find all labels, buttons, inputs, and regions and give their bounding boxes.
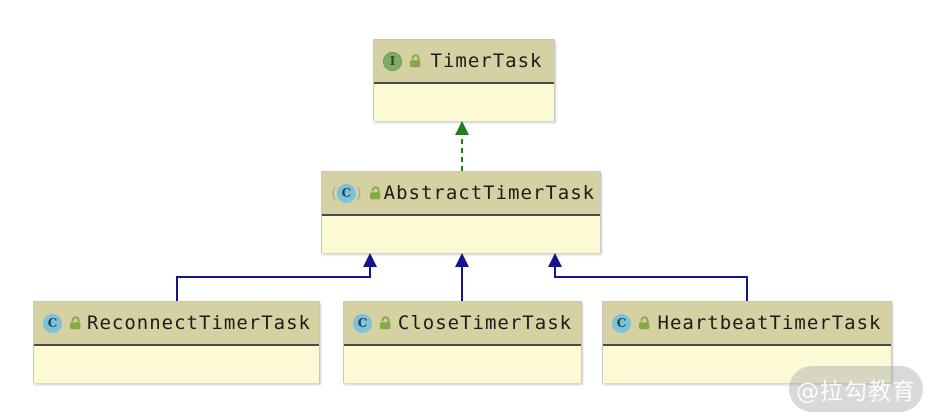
watermark-text: @拉勾教育 xyxy=(796,379,916,405)
node-members-compartment xyxy=(603,344,891,383)
edge-extends-closetimertask-abstracttimertask xyxy=(455,253,469,301)
watermark-badge: @拉勾教育 xyxy=(789,366,923,412)
node-title: CloseTimerTask xyxy=(397,312,573,334)
node-header: C CloseTimerTask xyxy=(344,302,581,344)
node-members-compartment xyxy=(344,344,581,383)
class-node-closetimertask[interactable]: C CloseTimerTask xyxy=(343,301,582,383)
node-members-compartment xyxy=(374,82,554,121)
class-icon: C xyxy=(43,313,62,333)
unlocked-icon xyxy=(377,315,393,331)
class-node-reconnecttimertask[interactable]: C ReconnectTimerTask xyxy=(33,301,320,383)
abstract-paren-open: ( xyxy=(331,184,337,202)
edge-extends-reconnecttimertask-abstracttimertask xyxy=(176,253,377,301)
node-title: HeartbeatTimerTask xyxy=(657,312,882,334)
node-members-compartment xyxy=(322,214,600,253)
node-title: ReconnectTimerTask xyxy=(87,312,311,334)
abstract-paren-close: ) xyxy=(355,184,362,202)
node-header: C ReconnectTimerTask xyxy=(34,302,319,344)
class-node-timertask[interactable]: I TimerTask xyxy=(373,39,555,121)
node-header: C HeartbeatTimerTask xyxy=(603,302,891,344)
edge-implements-abstracttimertask-timertask xyxy=(455,121,469,171)
node-title: AbstractTimerTask xyxy=(383,182,596,204)
abstract-class-icon: C xyxy=(336,183,356,203)
node-members-compartment xyxy=(34,344,319,383)
unlocked-icon xyxy=(367,185,383,201)
node-header: ( C ) AbstractTimerTask xyxy=(322,172,600,214)
unlocked-icon xyxy=(67,315,83,331)
class-icon: C xyxy=(353,313,372,333)
node-header: I TimerTask xyxy=(374,40,554,82)
node-title: TimerTask xyxy=(430,50,543,72)
unlocked-icon xyxy=(407,53,423,69)
edge-extends-heartbeattimertask-abstracttimertask xyxy=(548,253,748,301)
class-node-abstracttimertask[interactable]: ( C ) AbstractTimerTask xyxy=(321,171,601,253)
unlocked-icon xyxy=(636,315,652,331)
interface-icon: I xyxy=(383,51,402,71)
class-icon: C xyxy=(612,313,631,333)
class-node-heartbeattimertask[interactable]: C HeartbeatTimerTask xyxy=(602,301,892,383)
